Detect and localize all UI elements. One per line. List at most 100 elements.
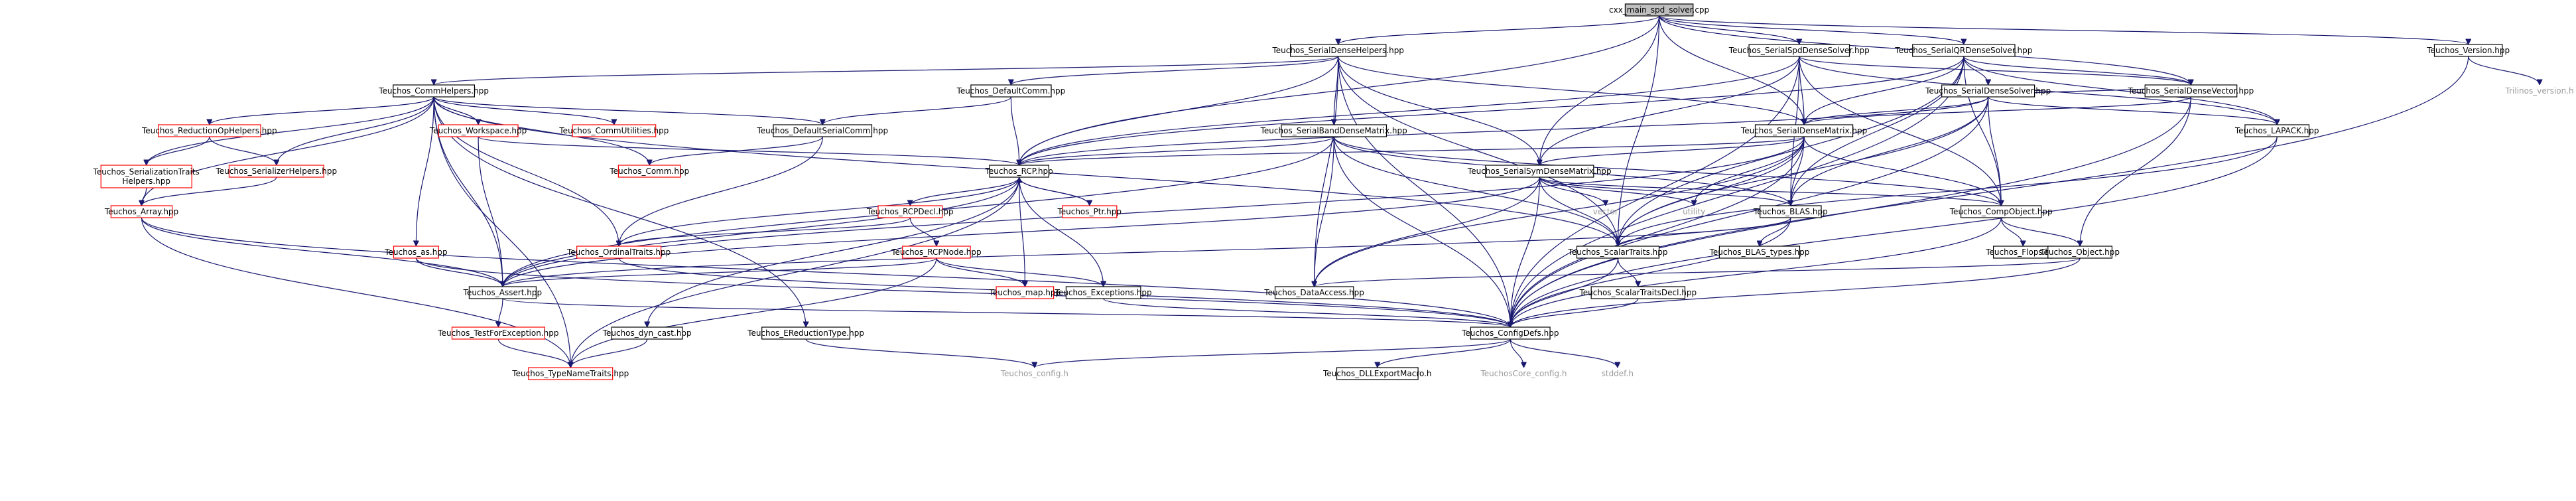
node-densevector[interactable]: Teuchos_SerialDenseVector.hpp xyxy=(2128,84,2254,98)
edge-configdefs-to-corecfg xyxy=(1510,338,1523,368)
node-serializer[interactable]: Teuchos_SerializerHelpers.hpp xyxy=(216,165,338,178)
edge-densevector-to-densematrix xyxy=(1804,96,2191,125)
edge-densevector-to-configdefs xyxy=(1510,96,2191,327)
node-label-array: Teuchos_Array.hpp xyxy=(104,207,178,216)
node-box-comm xyxy=(617,165,681,178)
node-exceptions[interactable]: Teuchos_Exceptions.hpp xyxy=(1055,286,1152,299)
node-box-densesolver xyxy=(1941,84,2035,98)
node-commutil[interactable]: Teuchos_CommUtilities.hpp xyxy=(558,124,669,137)
node-root[interactable]: cxx_main_spd_solver.cpp xyxy=(1609,3,1709,17)
node-label-blastypes: Teuchos_BLAS_types.hpp xyxy=(1709,248,1810,257)
node-rcpdecl[interactable]: Teuchos_RCPDecl.hpp xyxy=(866,205,954,218)
node-label-ordinal: Teuchos_OrdinalTraits.hpp xyxy=(566,248,671,257)
node-as[interactable]: Teuchos_as.hpp xyxy=(384,246,448,259)
edge-densematrix-to-compobject xyxy=(1803,136,2001,206)
node-qrsolver[interactable]: Teuchos_SerialQRDenseSolver.hpp xyxy=(1894,44,2032,57)
node-ptr[interactable]: Teuchos_Ptr.hpp xyxy=(1057,205,1122,218)
edge-densematrix-to-rcp xyxy=(1019,136,1805,166)
node-densematrix[interactable]: Teuchos_SerialDenseMatrix.hpp xyxy=(1740,124,1867,137)
edge-defserialcomm-to-ordinal xyxy=(619,136,823,246)
node-rcp[interactable]: Teuchos_RCP.hpp xyxy=(985,165,1053,178)
edge-object-to-dataaccess xyxy=(1315,257,2081,287)
edge-symmatrix-to-compobject xyxy=(1539,177,2001,206)
edge-densematrix-to-blas xyxy=(1791,136,1805,206)
edge-array-to-assert xyxy=(141,217,503,287)
node-map[interactable]: Teuchos_map.hpp xyxy=(989,286,1061,299)
node-workspace[interactable]: Teuchos_Workspace.hpp xyxy=(429,124,527,137)
node-version[interactable]: Teuchos_Version.hpp xyxy=(2426,44,2510,57)
node-label-configdefs: Teuchos_ConfigDefs.hpp xyxy=(1461,328,1559,338)
edge-helpers-to-dataaccess xyxy=(1315,56,1339,287)
node-blas[interactable]: Teuchos_BLAS.hpp xyxy=(1753,205,1828,218)
edge-symmatrix-to-blas xyxy=(1539,177,1791,206)
node-configdefs[interactable]: Teuchos_ConfigDefs.hpp xyxy=(1461,326,1559,340)
node-box-root xyxy=(1624,3,1694,17)
node-scalartraitsdecl[interactable]: Teuchos_ScalarTraitsDecl.hpp xyxy=(1578,286,1697,299)
node-densesolver[interactable]: Teuchos_SerialDenseSolver.hpp xyxy=(1925,84,2051,98)
edge-compobject-to-object xyxy=(2000,217,2080,247)
node-box-testexc xyxy=(451,326,545,340)
node-assert[interactable]: Teuchos_Assert.hpp xyxy=(463,286,542,299)
edge-defserialcomm-to-comm xyxy=(649,136,823,166)
node-reductionop[interactable]: Teuchos_ReductionOpHelpers.hpp xyxy=(141,124,277,137)
node-symmatrix[interactable]: Teuchos_SerialSymDenseMatrix.hpp xyxy=(1467,165,1612,178)
node-flops[interactable]: Teuchos_Flops.hpp xyxy=(1985,246,2060,259)
edge-rcpnode-to-map xyxy=(936,257,1025,287)
edge-root-to-spdsolver xyxy=(1659,15,1799,45)
node-compobject[interactable]: Teuchos_CompObject.hpp xyxy=(1949,205,2053,218)
node-scalartraits[interactable]: Teuchos_ScalarTraits.hpp xyxy=(1567,246,1668,259)
node-bandmatrix[interactable]: Teuchos_SerialBandDenseMatrix.hpp xyxy=(1260,124,1407,137)
edge-workspace-to-rcp xyxy=(478,136,1019,166)
node-commhelpers[interactable]: Teuchos_CommHelpers.hpp xyxy=(378,84,489,98)
node-label-dllexport: Teuchos_DLLExportMacro.h xyxy=(1322,369,1432,378)
node-dyncast[interactable]: Teuchos_dyn_cast.hpp xyxy=(602,326,692,340)
edges-layer xyxy=(141,15,2540,368)
node-ordinal[interactable]: Teuchos_OrdinalTraits.hpp xyxy=(566,246,671,259)
node-testexc[interactable]: Teuchos_TestForException.hpp xyxy=(437,326,558,340)
edge-commhelpers-to-as xyxy=(416,96,434,246)
edge-densesolver-to-blas xyxy=(1791,96,1989,206)
node-ereduction[interactable]: Teuchos_EReductionType.hpp xyxy=(747,326,864,340)
node-helpers[interactable]: Teuchos_SerialDenseHelpers.hpp xyxy=(1271,44,1404,57)
node-box-version xyxy=(2433,44,2503,57)
node-comm[interactable]: Teuchos_Comm.hpp xyxy=(609,165,689,178)
edge-rcpnode-to-typename xyxy=(570,257,937,368)
edge-lapack-to-configdefs xyxy=(1510,136,2278,327)
node-object[interactable]: Teuchos_Object.hpp xyxy=(2039,246,2120,259)
edge-densesolver-to-lapack xyxy=(1988,96,2278,125)
edge-root-to-symmatrix xyxy=(1539,15,1660,165)
edge-helpers-to-rcp xyxy=(1019,56,1339,165)
node-label-compobject: Teuchos_CompObject.hpp xyxy=(1949,207,2053,216)
edge-configdefs-to-tconfig xyxy=(1035,338,1511,368)
node-array[interactable]: Teuchos_Array.hpp xyxy=(104,205,178,218)
node-typename[interactable]: Teuchos_TypeNameTraits.hpp xyxy=(511,367,629,380)
node-box-as xyxy=(393,246,439,259)
node-box-map xyxy=(996,286,1055,299)
edge-bandmatrix-to-compobject xyxy=(1333,136,2001,206)
node-lapack[interactable]: Teuchos_LAPACK.hpp xyxy=(2234,124,2319,137)
edge-rcpdecl-to-rcpnode xyxy=(909,217,936,247)
node-label-object: Teuchos_Object.hpp xyxy=(2039,248,2120,257)
node-rcpnode[interactable]: Teuchos_RCPNode.hpp xyxy=(891,246,982,259)
nodes-layer: cxx_main_spd_solver.cppTeuchos_SerialDen… xyxy=(93,3,2574,380)
node-spdsolver[interactable]: Teuchos_SerialSpdDenseSolver.hpp xyxy=(1728,44,1870,57)
node-label-tconfig: Teuchos_config.h xyxy=(1000,369,1068,378)
node-label-bandmatrix: Teuchos_SerialBandDenseMatrix.hpp xyxy=(1260,126,1407,135)
edge-ereduction-to-tconfig xyxy=(805,338,1035,368)
node-box-serializer xyxy=(228,165,324,178)
node-defaultcomm[interactable]: Teuchos_DefaultComm.hpp xyxy=(956,84,1066,98)
edge-rcp-to-rcpdecl xyxy=(910,177,1020,206)
node-dllexport[interactable]: Teuchos_DLLExportMacro.h xyxy=(1322,367,1432,380)
node-defserialcomm[interactable]: Teuchos_DefaultSerialComm.hpp xyxy=(756,124,888,137)
edge-symmatrix-to-utility xyxy=(1539,177,1694,206)
edge-densematrix-to-scalartraits xyxy=(1618,136,1805,246)
node-blastypes[interactable]: Teuchos_BLAS_types.hpp xyxy=(1709,246,1810,259)
edge-rcp-to-typename xyxy=(570,177,1020,368)
node-box-lapack xyxy=(2244,124,2310,137)
edge-symmatrix-to-scalartraits xyxy=(1539,177,1618,246)
edge-commhelpers-to-serializer xyxy=(277,96,434,165)
node-label-blas: Teuchos_BLAS.hpp xyxy=(1753,207,1828,216)
node-label-map: Teuchos_map.hpp xyxy=(989,288,1061,297)
node-dataaccess[interactable]: Teuchos_DataAccess.hpp xyxy=(1263,286,1364,299)
